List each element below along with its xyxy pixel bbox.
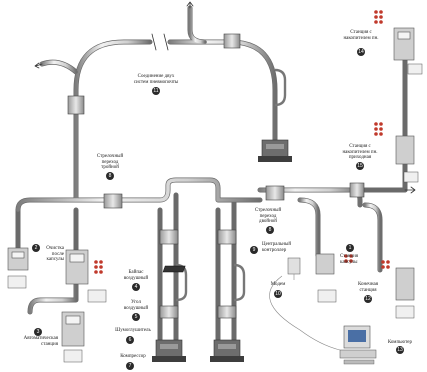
label-station-mid: Станция с накопителем пн. приходная (342, 144, 378, 161)
label-station-capsules: Станция капсулы (340, 254, 359, 265)
num-silencer: 6 (126, 336, 134, 344)
capsule-racks (94, 10, 390, 274)
num-auto-station: 3 (34, 328, 42, 336)
station-auto (61, 311, 85, 347)
switch-top-right (223, 33, 241, 49)
switch-comp-right (217, 229, 237, 245)
silencer-left (159, 305, 179, 319)
label-silencer: Шумоглушитель (115, 328, 151, 333)
label-auto-station: Автоматическая станция (23, 336, 58, 347)
label-air-angle: Угол воздушный (123, 300, 149, 311)
num-turntable-three: 8 (106, 172, 114, 180)
modem-box (162, 265, 186, 273)
label-compressor: Компрессор (120, 354, 146, 359)
stations (7, 27, 415, 347)
num-station-top: 14 (357, 48, 365, 56)
num-turntable-double: 8 (266, 226, 274, 234)
label-computer: Компьютер (387, 340, 412, 345)
silencer-right (217, 305, 237, 319)
station-end (395, 267, 415, 301)
switch-top-left (67, 95, 85, 115)
num-controller: 9 (250, 246, 258, 254)
switch-three-way (103, 193, 123, 209)
num-air-angle: 5 (132, 313, 140, 321)
num-cleaning: 2 (32, 244, 40, 252)
controller-box (287, 257, 301, 275)
control-equipment (162, 257, 377, 365)
label-air-bypass: Байпас воздушный (123, 270, 149, 281)
station-capsules (315, 253, 335, 275)
compressor-group (152, 139, 292, 362)
num-station-capsules: 1 (346, 244, 354, 252)
label-turntable-three: Стрелочный переход тройной (96, 154, 124, 171)
air-bypass (175, 68, 287, 302)
compressor-right (210, 339, 244, 362)
switch-right (349, 182, 365, 198)
num-computer: 13 (396, 346, 404, 354)
station-mid-right (395, 135, 415, 165)
num-station-mid: 15 (356, 162, 364, 170)
station-top-right (393, 27, 415, 61)
label-turntable-double: Стрелочный переход двойной (254, 208, 282, 225)
label-interconnect: Соединение двух систем пневмопочты (133, 74, 179, 85)
compressor-left (152, 339, 186, 362)
capsule-baskets (7, 63, 423, 363)
computer (339, 325, 377, 365)
label-modem: Модем (270, 282, 286, 287)
station-left-mid (65, 249, 89, 285)
switch-double (265, 185, 285, 201)
num-compressor: 7 (126, 362, 134, 370)
label-controller: Центральный контроллер (262, 242, 292, 253)
label-cleaning: Очистка после капсулы (46, 246, 64, 263)
station-cleaning (7, 247, 29, 271)
num-interconnect: 11 (152, 87, 160, 95)
num-air-bypass: 4 (132, 283, 140, 291)
label-end-station: Конечная станция (357, 282, 379, 293)
switch-comp-left (159, 229, 179, 245)
switch-boxes (67, 33, 365, 319)
compressor-top (258, 139, 292, 162)
num-end-station: 12 (364, 295, 372, 303)
label-station-top: Станция с накопителем пн. (343, 30, 379, 41)
num-modem: 10 (274, 290, 282, 298)
